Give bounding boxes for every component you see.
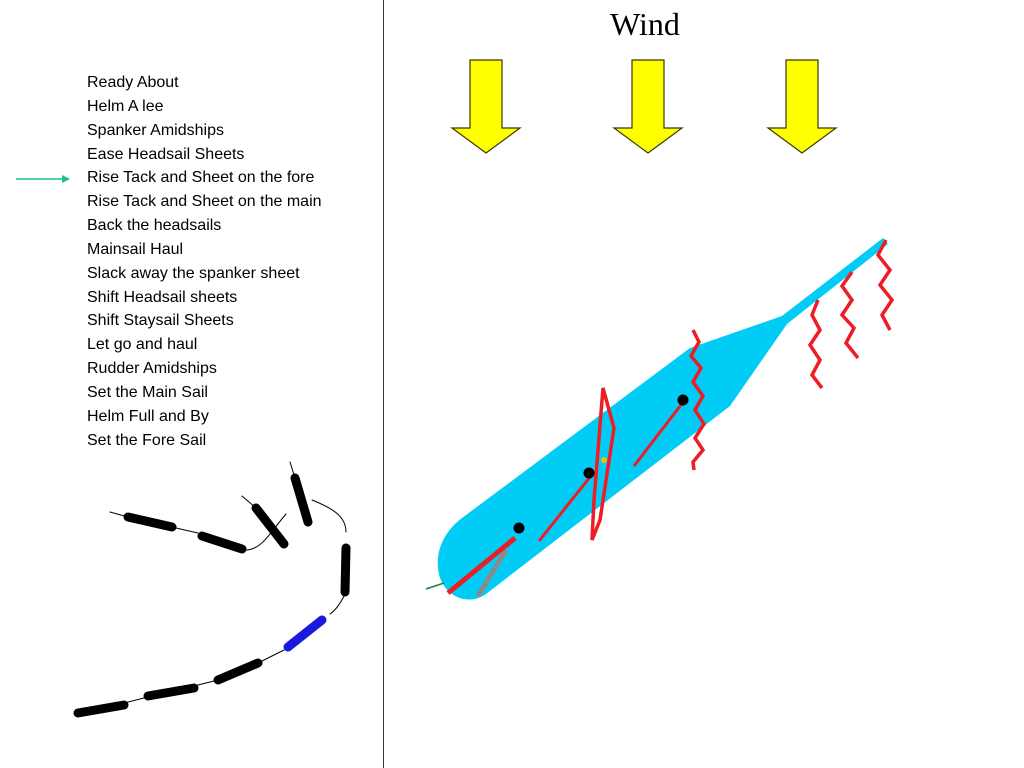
- track-ship-8-hull: [73, 700, 129, 718]
- maneuver-step: Spanker Amidships: [87, 121, 224, 139]
- main-yard: [537, 476, 592, 542]
- track-ship-current-hull: [283, 615, 327, 652]
- fore-mast: [677, 394, 689, 406]
- current-step-pointer-arrow: [16, 175, 70, 183]
- fore-sail: [688, 329, 707, 471]
- rudder-line: [425, 582, 445, 590]
- wind-arrow-1: [450, 59, 522, 154]
- track-ship-2-hull: [197, 531, 247, 554]
- ship-top-view: [425, 238, 895, 600]
- maneuver-step: Helm A lee: [87, 97, 164, 115]
- mizzen-mast: [513, 522, 525, 534]
- track-ship-6-hull: [213, 658, 263, 685]
- maneuver-step: Let go and haul: [87, 336, 198, 354]
- maneuver-step: Set the Fore Sail: [87, 431, 207, 449]
- wind-arrow-2: [612, 59, 684, 154]
- mast-marker: [601, 457, 607, 463]
- maneuver-step: Slack away the spanker sheet: [87, 264, 300, 282]
- maneuver-step: Set the Main Sail: [87, 383, 208, 401]
- headsail-3: [875, 239, 895, 331]
- ship-hull: [437, 238, 888, 600]
- headsail-1: [807, 299, 824, 390]
- maneuver-step: Shift Headsail sheets: [87, 288, 238, 306]
- maneuver-step: Shift Staysail Sheets: [87, 312, 234, 330]
- main-mast: [583, 467, 595, 479]
- headsail-2: [839, 270, 860, 360]
- wind-arrows: [450, 59, 838, 154]
- maneuver-step: Back the headsails: [87, 217, 222, 235]
- spanker-boom: [446, 536, 517, 595]
- panel-divider: [383, 0, 384, 768]
- maneuver-step: Rise Tack and Sheet on the fore: [87, 169, 315, 187]
- track-ship-7-hull: [143, 683, 199, 701]
- track-ship-5-hull: [340, 543, 351, 597]
- wind-arrow-3: [766, 59, 838, 154]
- track-ship-current-wake: [257, 649, 285, 664]
- maneuver-step: Ready About: [87, 74, 179, 91]
- maneuver-step: Rise Tack and Sheet on the main: [87, 193, 322, 211]
- track-ship-2-wake: [245, 513, 287, 551]
- maneuver-step: Ease Headsail Sheets: [87, 145, 245, 163]
- track-ship-3-hull: [251, 503, 289, 549]
- track-ship-1-hull: [123, 512, 177, 532]
- rudder: [475, 548, 509, 598]
- track-ship-1-wake: [175, 527, 199, 534]
- track-ship-4-wake: [311, 499, 347, 533]
- main-sail: [590, 387, 616, 541]
- maneuver-step: Mainsail Haul: [87, 240, 184, 258]
- tacking-track: [73, 461, 351, 718]
- track-ship-5-wake: [329, 595, 345, 615]
- maneuver-step: Helm Full and By: [87, 407, 209, 425]
- maneuver-step: Rudder Amidships: [87, 360, 217, 378]
- fore-yard: [632, 400, 686, 467]
- wind-label: Wind: [610, 6, 680, 42]
- track-ship-4-hull: [290, 473, 313, 527]
